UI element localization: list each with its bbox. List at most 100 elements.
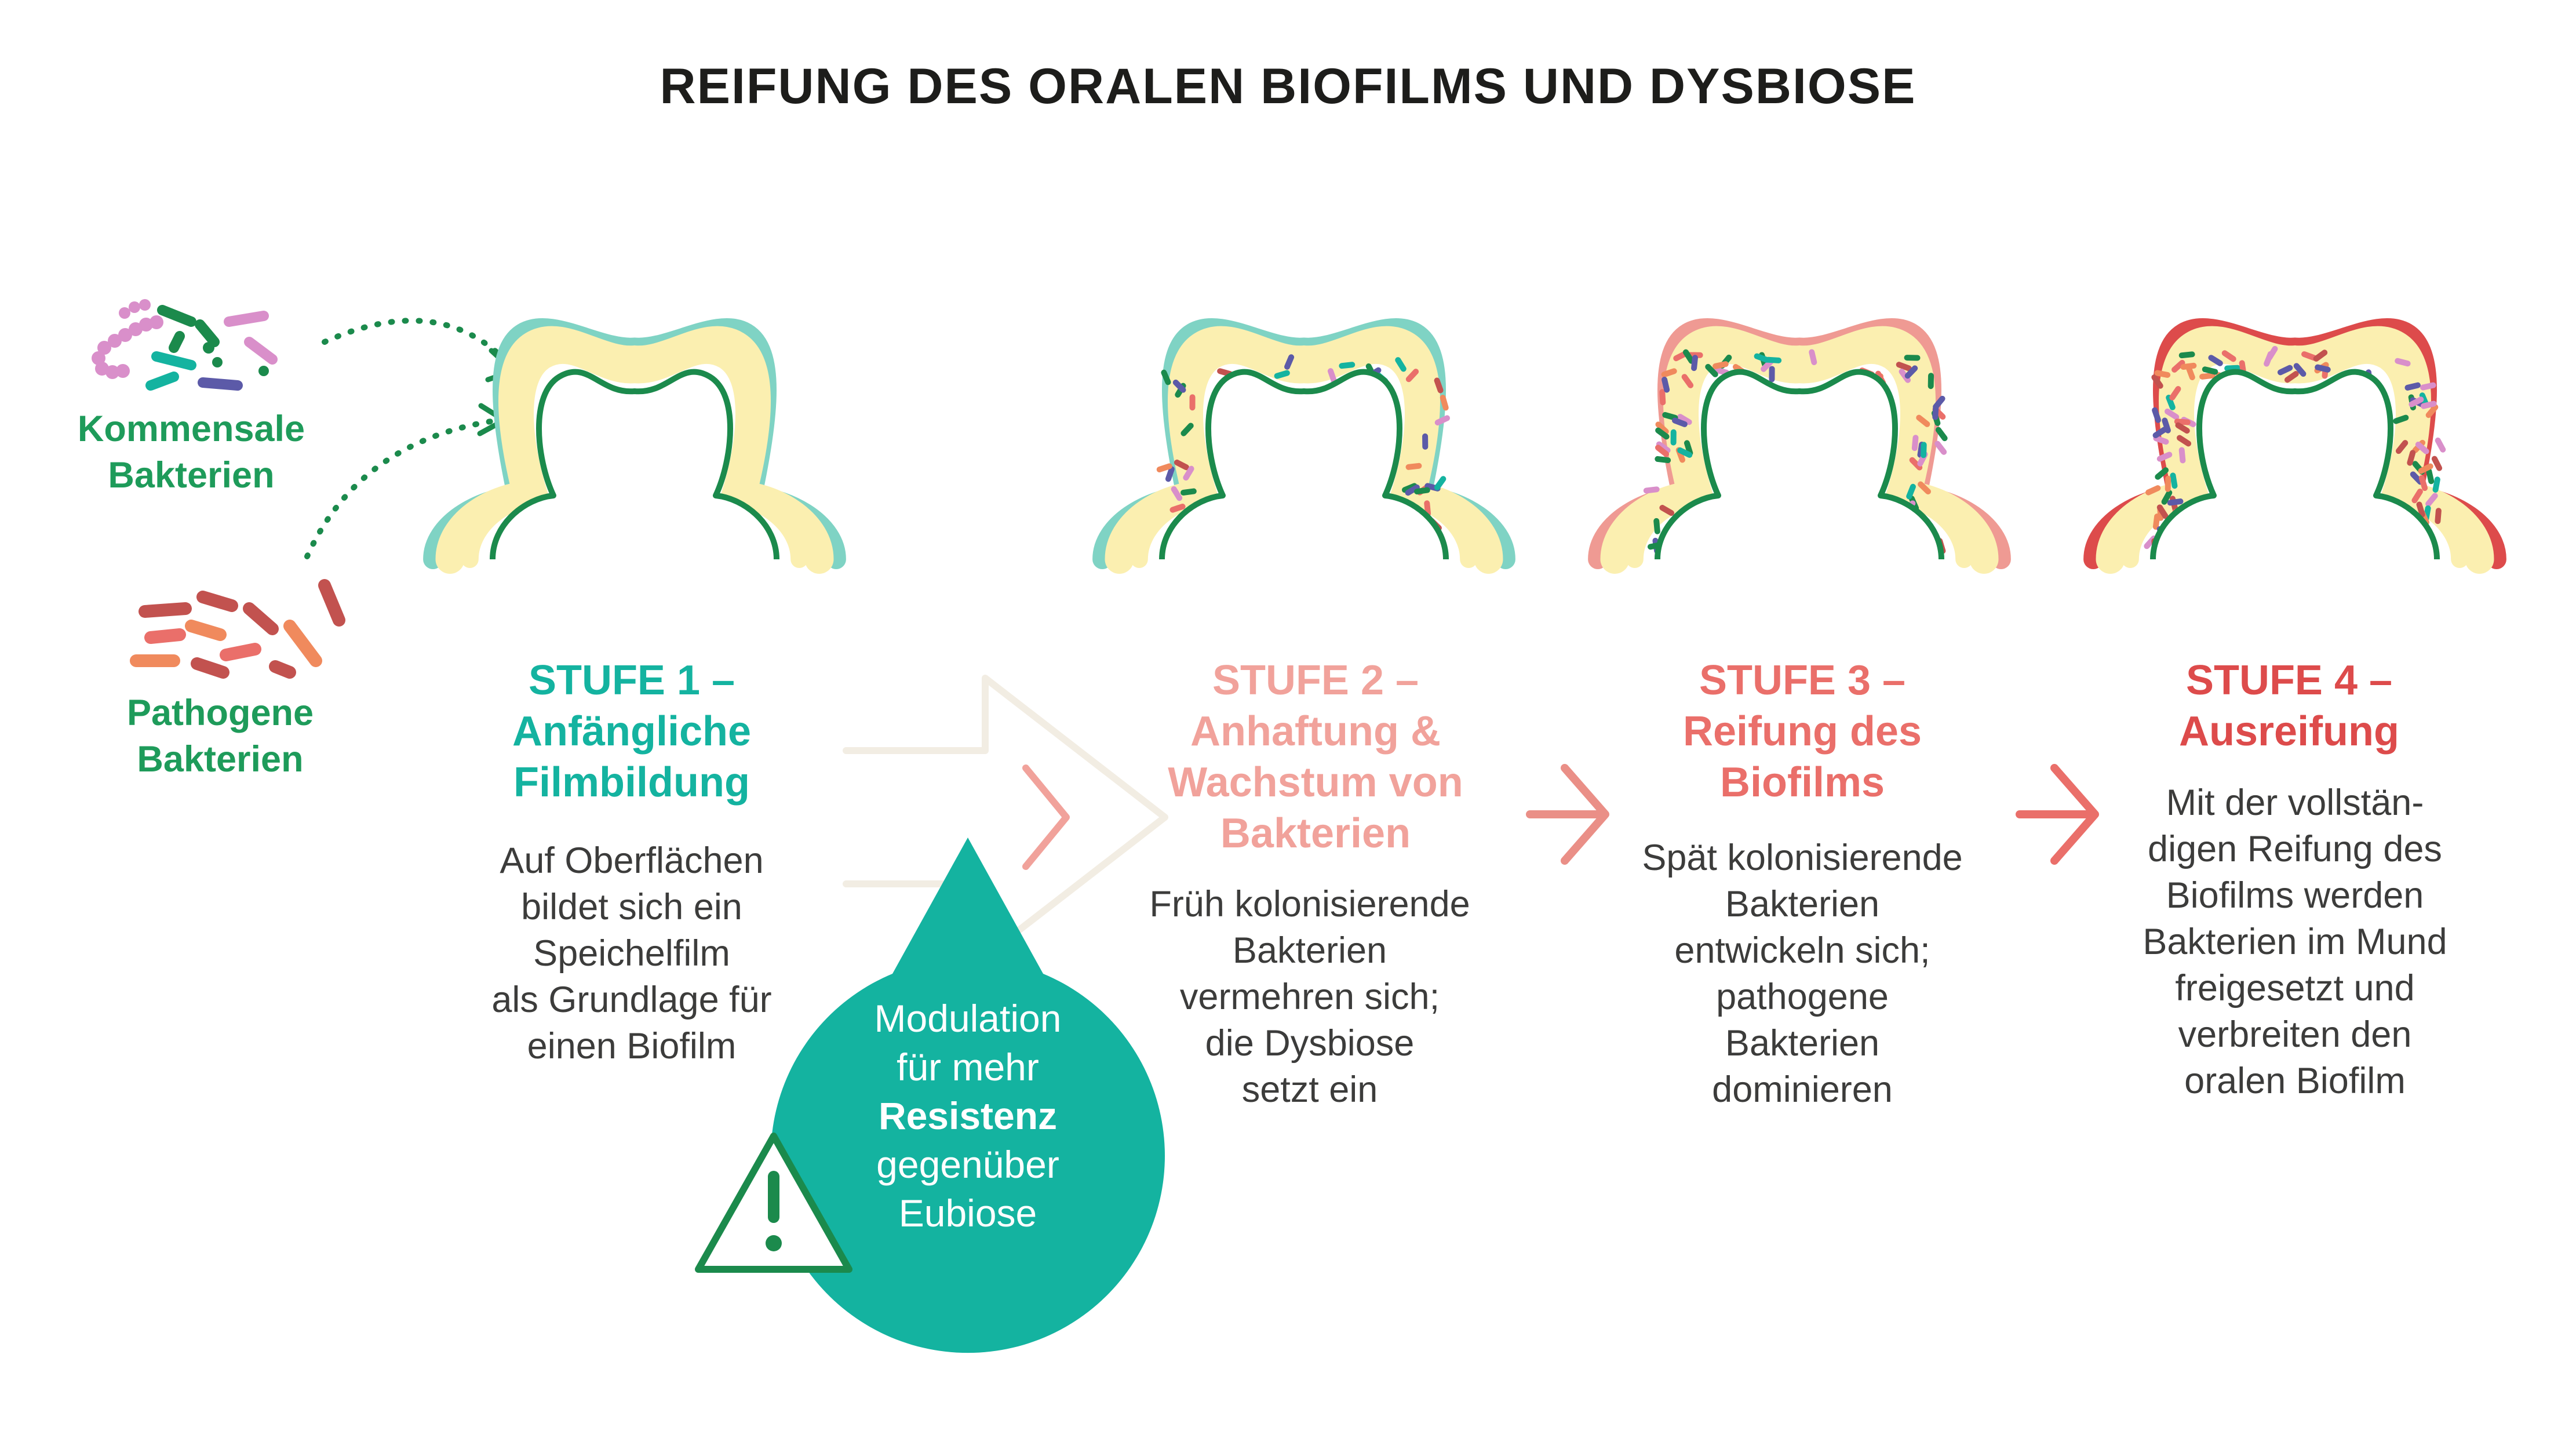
modulation-line-4: gegenüber [876,1143,1059,1186]
bacterium-mark [2165,408,2180,420]
bacterium-mark [1327,368,1337,384]
bacterium-mark [1174,459,1189,471]
bacterium-mark [2416,501,2425,518]
bacterium-mark [1655,456,1671,464]
bacterium-mark [2395,358,2411,367]
stage-3-title: STUFE 3 – Reifung des Biofilms [1682,657,1922,806]
bacterium-mark [1165,466,1175,482]
bacterium-mark [1434,476,1447,490]
bacterium-mark [1653,518,1660,534]
bacterium-mark [1161,369,1171,385]
bacterium-mark [2432,476,2440,493]
bacterium-mark [1655,445,1670,457]
bacterium-mark [2411,488,2423,504]
bacterium-mark [1682,349,1695,364]
bacterium-mark [2277,365,2293,376]
bacterium-mark [1180,423,1194,436]
bacterium-mark [2431,456,2443,471]
bacterium-mark [1424,500,1431,517]
bacterium-mark [2425,404,2439,418]
bacterium-mark [1713,367,1730,376]
bacterium-mark [2421,401,2437,409]
bacterium-mark [1691,355,1698,372]
bacterium-mark [2167,498,2184,506]
bacterium-mark [2162,417,2171,434]
bacterium-mark [1413,487,1430,495]
bacterium-mark [2410,471,2424,485]
bacterium-mark [2395,440,2409,454]
bacterium-mark [1684,440,1693,456]
bacterium-mark [1677,447,1693,458]
commensal-bacteria-label: Kommensale Bakterien [77,409,305,496]
bacterium-mark [2404,382,2421,391]
bacterium-mark [2161,490,2173,505]
bacterium-mark [2284,371,2299,383]
bacterium-mark [2170,472,2178,489]
pathogenic-bacteria-label: Pathogene Bakterien [126,693,314,780]
arrow-stage3-4 [2016,764,2099,865]
bacterium-mark [2145,485,2161,496]
bacterium-mark [2202,366,2218,375]
bacterium-mark [1918,481,1932,495]
bacterium-mark [2151,374,2163,389]
bacterium-mark [1434,415,1451,426]
bacterium-mark [1217,368,1233,377]
bacterium-mark [2176,435,2192,447]
bacterium-mark [2178,351,2195,359]
bacterium-mark [2418,475,2428,492]
bacterium-mark [2221,350,2236,362]
bacterium-mark [1906,483,1916,500]
bacterium-mark [1896,362,1912,372]
warning-triangle-icon [695,1133,852,1273]
stage-1-text: Auf Oberflächen bildet sich ein Speichel… [491,840,772,1066]
tooth-stage-2-icon [1092,318,1515,574]
bacterium-mark [1765,356,1782,363]
bacterium-mark [1662,376,1670,393]
bacterium-mark [1656,441,1671,453]
pathogenic-bacteria-icon [130,579,345,679]
bacterium-mark [2313,349,2328,362]
stage-3-text: Spät kolonisierende Bakterien entwickeln… [1642,838,1963,1110]
bacterium-mark [1672,417,1688,427]
bacterium-mark [2426,468,2435,485]
stage-4-text: Mit der vollstän- digen Reifung des Biof… [2143,782,2447,1101]
bacterium-mark [1434,377,1444,394]
bacterium-mark [1655,427,1670,440]
bacterium-mark [1405,369,1419,383]
bacterium-mark [2154,370,2171,378]
bacterium-mark [1933,395,1945,410]
bacterium-mark [2180,362,2197,370]
bacterium-mark [2199,372,2216,380]
bacterium-mark [2156,504,2169,519]
bacterium-mark [2425,493,2438,507]
bacterium-mark [1662,412,1678,421]
bacterium-mark [2435,437,2446,453]
bacterium-mark [2415,442,2429,454]
bacterium-mark [2407,450,2416,466]
bacterium-mark [1904,365,1918,379]
bacterium-mark [1655,421,1669,435]
bacterium-mark [1440,395,1449,411]
bacterium-mark [1183,465,1194,481]
modulation-text: Modulation für mehr Resistenz gegenüber … [771,994,1165,1237]
modulation-line-2: für mehr [897,1046,1039,1088]
bacterium-mark [1339,362,1356,369]
page-title: REIFUNG DES ORALEN BIOFILMS UND DYSBIOSE [660,59,1916,114]
bacterium-mark [1809,349,1817,365]
bacterium-mark [2153,435,2169,445]
bacterium-mark [1761,358,1774,372]
arrow-stage2-3 [1526,764,1609,865]
bacterium-mark [1705,363,1718,377]
bacterium-mark [1661,368,1677,378]
bacterium-mark [1180,488,1197,496]
bacterium-mark [2152,407,2161,423]
bacterium-mark [1935,427,1948,442]
stage-4-title: STUFE 4 – Ausreifung [2178,657,2399,755]
bacterium-mark [2393,414,2409,424]
bacterium-mark [2224,365,2241,372]
bacterium-mark [1921,442,1927,458]
bacterium-mark [2418,463,2433,474]
bacterium-mark [1284,354,1295,370]
modulation-line-1: Modulation [874,997,1062,1040]
